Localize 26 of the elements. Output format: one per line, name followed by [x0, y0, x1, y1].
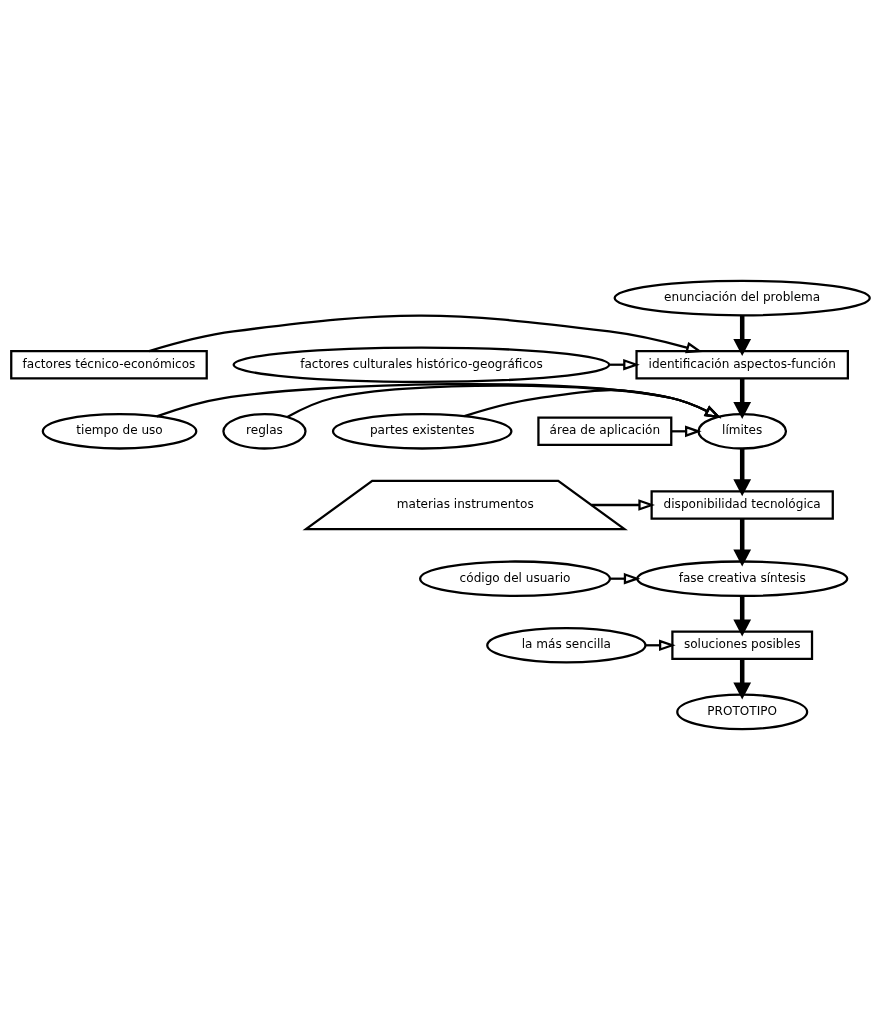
- node-ellipse: PROTOTIPO: [676, 693, 809, 731]
- node-ellipse: código del usuario: [419, 560, 612, 597]
- node-ellipse: partes existentes: [331, 413, 513, 450]
- arrow: [733, 315, 752, 356]
- node-box: soluciones posibles: [671, 630, 814, 660]
- node-box: factores técnico-económicos: [10, 350, 208, 380]
- node-box: disponibilidad tecnológica: [650, 490, 834, 520]
- arrow: [286, 384, 722, 419]
- arrow: [733, 658, 752, 700]
- arrow: [733, 448, 752, 497]
- arrow: [464, 388, 722, 419]
- node-ellipse: factores culturales histórico-geográficos: [232, 346, 611, 383]
- node-ellipse: enunciación del problema: [613, 279, 871, 317]
- node-ellipse: tiempo de uso: [41, 413, 198, 450]
- node-box: área de aplicación: [537, 416, 673, 447]
- node-box: identificación aspectos-función: [635, 350, 849, 380]
- node-ellipse: reglas: [222, 413, 307, 450]
- arrow: [733, 518, 752, 567]
- arrow: [733, 378, 752, 419]
- arrow: [148, 314, 703, 354]
- arrow: [156, 383, 722, 419]
- arrow: [733, 595, 752, 637]
- node-ellipse: límites: [697, 413, 788, 450]
- node-ellipse: la más sencilla: [486, 627, 647, 664]
- arrow: [591, 499, 655, 511]
- node-ellipse: fase creativa síntesis: [636, 560, 849, 597]
